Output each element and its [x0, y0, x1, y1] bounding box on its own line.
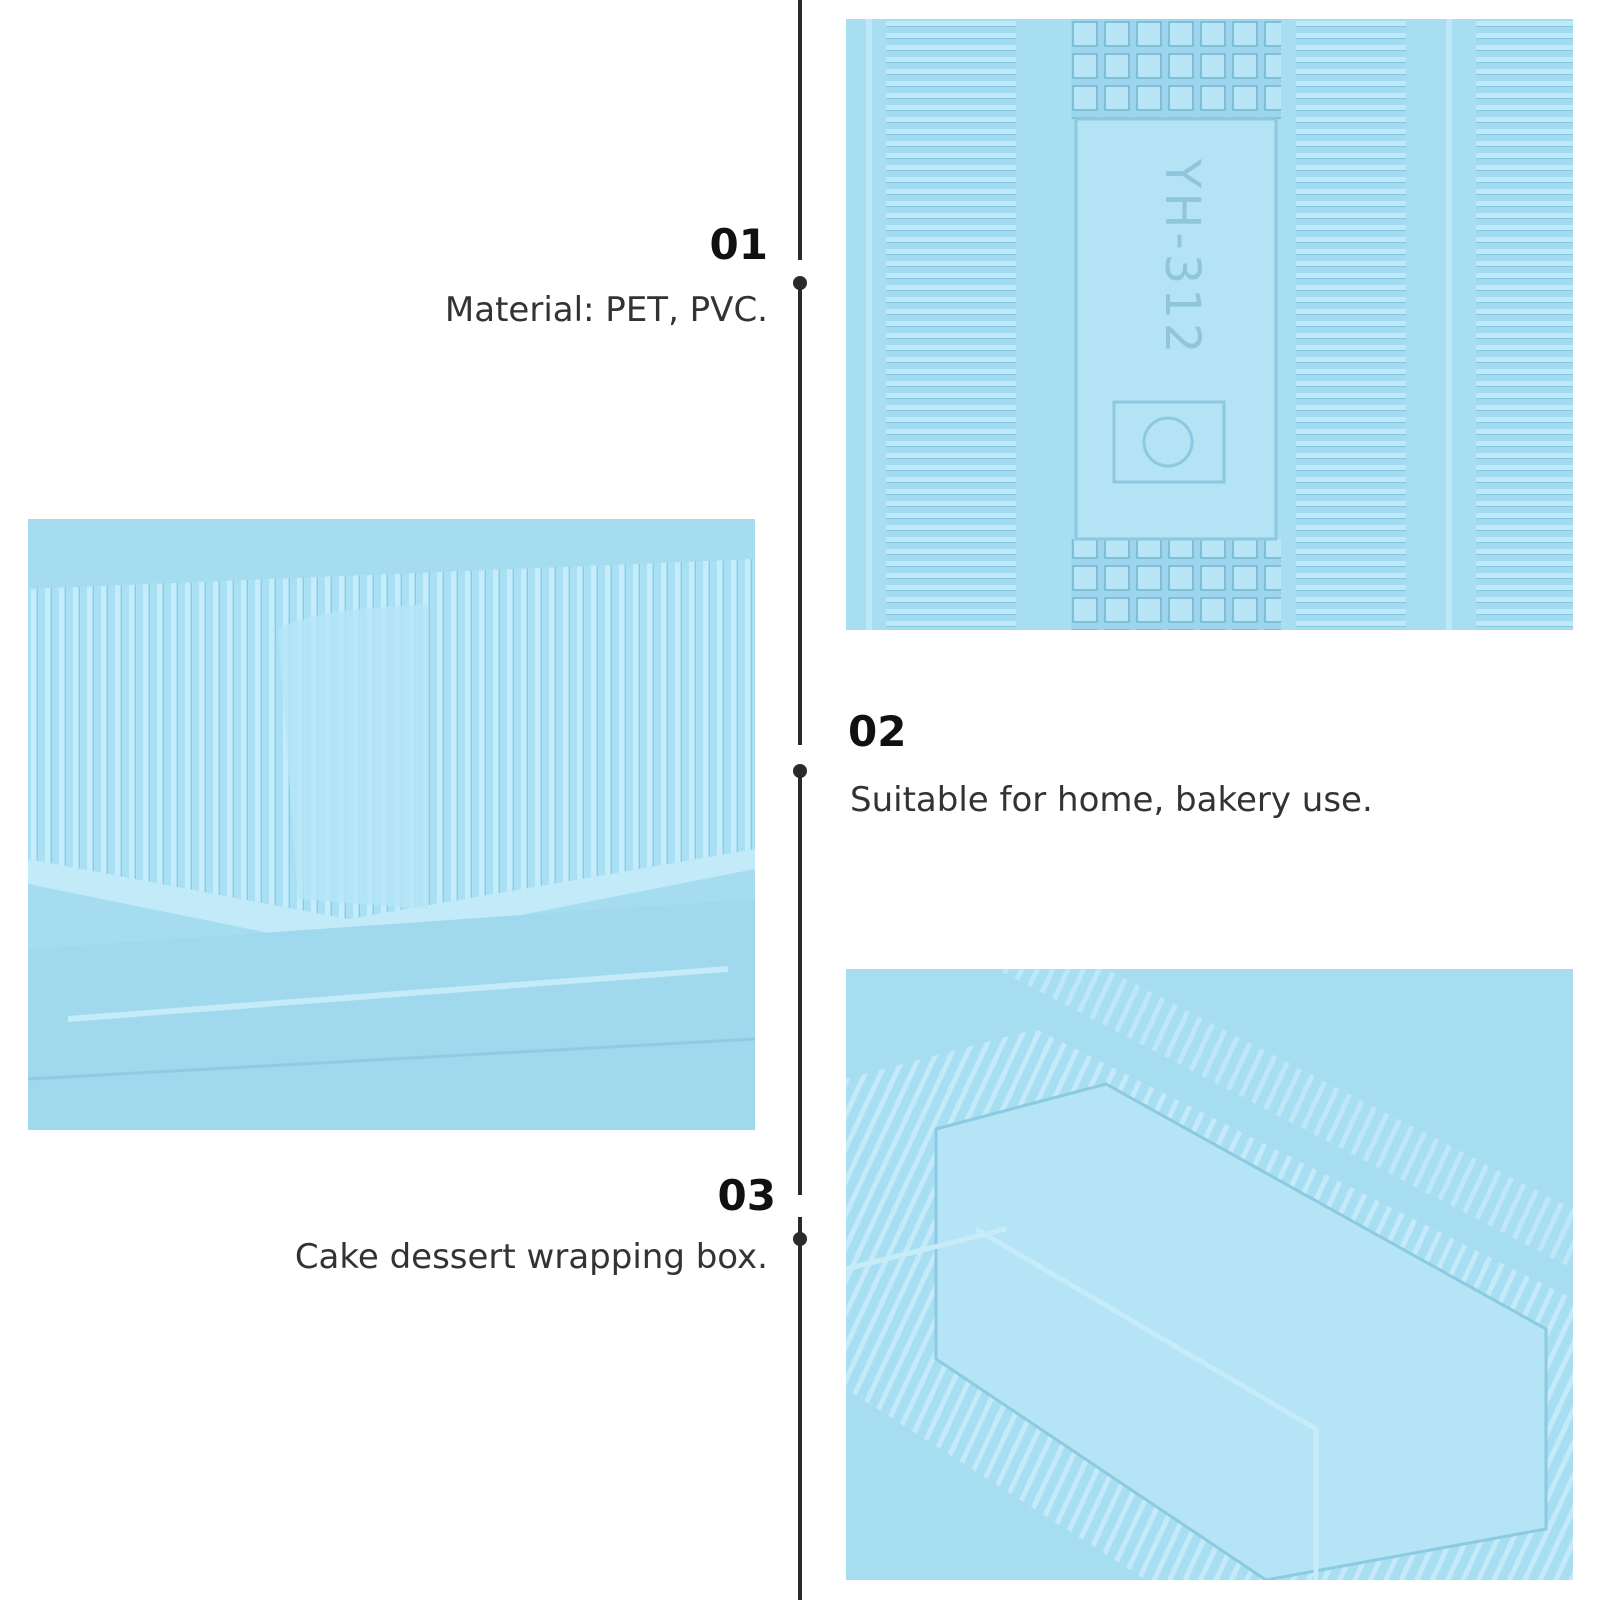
feature-text-1: Material: PET, PVC. — [444, 290, 768, 330]
timeline-gap — [795, 260, 805, 282]
smiley-icon — [1142, 416, 1194, 468]
product-photo-bottom-detail: YH-312 — [846, 19, 1573, 630]
timeline-gap — [795, 745, 805, 767]
embossed-model-code: YH-312 — [1154, 158, 1210, 357]
timeline-dot-2 — [793, 764, 807, 778]
timeline-dot-3 — [793, 1232, 807, 1246]
timeline-line — [798, 0, 802, 1600]
product-photo-open-box — [846, 969, 1573, 1580]
feature-text-2: Suitable for home, bakery use. — [850, 780, 1373, 820]
feature-number-1: 01 — [709, 220, 768, 269]
feature-number-2: 02 — [848, 707, 907, 756]
feature-text-3: Cake dessert wrapping box. — [294, 1237, 768, 1277]
timeline-gap — [795, 1195, 805, 1217]
timeline-dot-1 — [793, 276, 807, 290]
product-photo-lid-corner — [28, 519, 755, 1130]
feature-number-3: 03 — [717, 1171, 776, 1220]
